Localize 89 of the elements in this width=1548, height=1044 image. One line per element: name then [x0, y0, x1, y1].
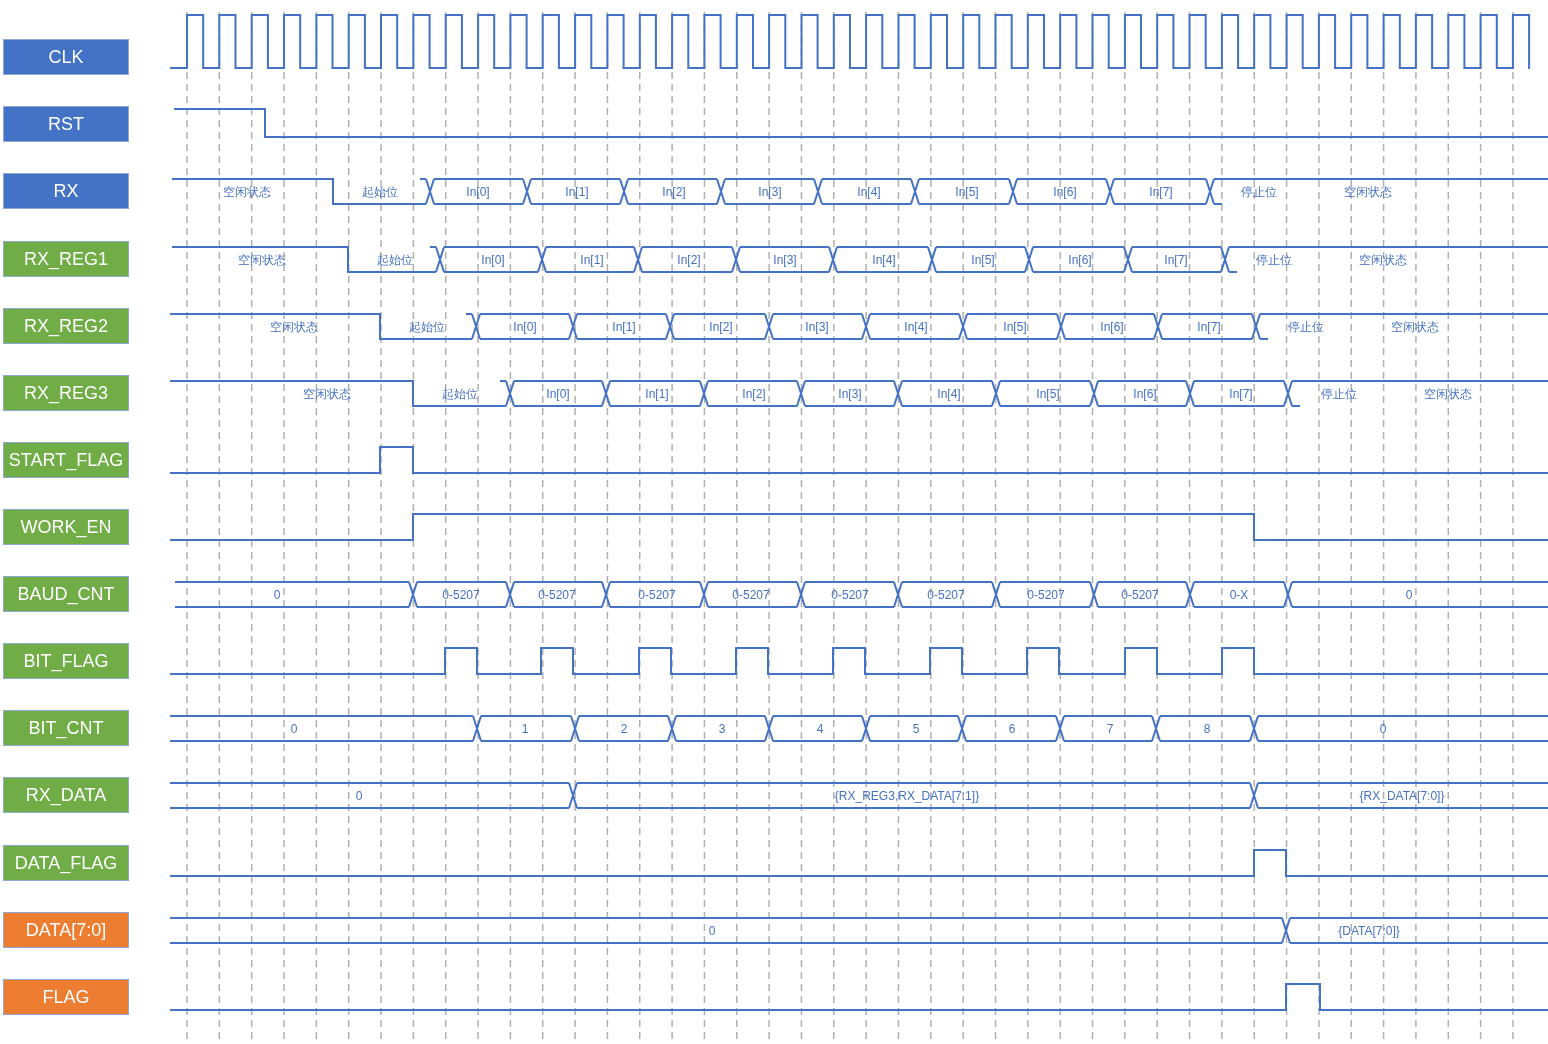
- signal-value: In[6]: [1053, 185, 1077, 199]
- signal-value: In[0]: [466, 185, 490, 199]
- signal-value: 0-5207: [638, 588, 676, 602]
- signal-name-tag: BIT_CNT: [3, 710, 129, 746]
- signal-value: 0: [355, 789, 363, 803]
- signal-value: 空闲状态: [303, 387, 351, 401]
- signal-name-tag: RX_REG3: [3, 375, 129, 411]
- signal-name-tag: DATA[7:0]: [3, 912, 129, 948]
- signal-value: 停止位: [1288, 320, 1324, 334]
- signal-value: 停止位: [1241, 185, 1277, 199]
- signal-value: 起始位: [442, 387, 478, 401]
- signal-name-tag: RX_REG1: [3, 241, 129, 277]
- signal-value: 空闲状态: [1344, 185, 1392, 199]
- signal-value: In[6]: [1068, 253, 1092, 267]
- signal-value: In[5]: [1003, 320, 1027, 334]
- signal-value: In[5]: [971, 253, 995, 267]
- signal-value: In[6]: [1100, 320, 1124, 334]
- signal-value: 1: [521, 722, 529, 736]
- signal-value: In[0]: [481, 253, 505, 267]
- signal-value: 0-5207: [1027, 588, 1065, 602]
- signal-value: In[1]: [580, 253, 604, 267]
- signal-value: In[4]: [872, 253, 896, 267]
- signal-name-tag: RX_DATA: [3, 777, 129, 813]
- signal-value: 0-5207: [538, 588, 576, 602]
- signal-value: 0: [708, 924, 716, 938]
- signal-value: 停止位: [1321, 387, 1357, 401]
- signal-value: 2: [620, 722, 628, 736]
- signal-value: In[1]: [645, 387, 669, 401]
- signal-value: In[2]: [742, 387, 766, 401]
- signal-value: 起始位: [377, 253, 413, 267]
- signal-value: 0-5207: [831, 588, 869, 602]
- signal-name-tag: DATA_FLAG: [3, 845, 129, 881]
- signal-value: In[4]: [937, 387, 961, 401]
- signal-value: In[4]: [904, 320, 928, 334]
- signal-value: 空闲状态: [238, 253, 286, 267]
- signal-value: In[2]: [709, 320, 733, 334]
- signal-value: In[0]: [513, 320, 537, 334]
- signal-name-tag: WORK_EN: [3, 509, 129, 545]
- signal-value: 0: [1379, 722, 1387, 736]
- signal-value: In[5]: [955, 185, 979, 199]
- signal-value: 3: [718, 722, 726, 736]
- signal-value: In[7]: [1164, 253, 1188, 267]
- signal-value: In[3]: [838, 387, 862, 401]
- signal-value: 8: [1203, 722, 1211, 736]
- signal-value: 0: [273, 588, 281, 602]
- signal-value: 0-X: [1229, 588, 1249, 602]
- signal-value: 空闲状态: [223, 185, 271, 199]
- signal-value: In[7]: [1149, 185, 1173, 199]
- signal-value: In[1]: [612, 320, 636, 334]
- signal-value: 0-5207: [927, 588, 965, 602]
- signal-value: 空闲状态: [1359, 253, 1407, 267]
- signal-value: In[1]: [565, 185, 589, 199]
- signal-value: 空闲状态: [1391, 320, 1439, 334]
- signal-value: In[3]: [758, 185, 782, 199]
- signal-value: 0-5207: [732, 588, 770, 602]
- signal-name-tag: BAUD_CNT: [3, 576, 129, 612]
- signal-value: In[4]: [857, 185, 881, 199]
- signal-value: 5: [912, 722, 920, 736]
- signal-value: In[3]: [805, 320, 829, 334]
- signal-name-tag: RX_REG2: [3, 308, 129, 344]
- signal-value: 7: [1106, 722, 1114, 736]
- signal-value: 0: [1405, 588, 1413, 602]
- signal-value: 0: [290, 722, 298, 736]
- signal-value: In[2]: [677, 253, 701, 267]
- signal-value: {RX_REG3,RX_DATA[7:1]}: [834, 789, 980, 803]
- signal-value: In[6]: [1133, 387, 1157, 401]
- signal-value: 起始位: [409, 320, 445, 334]
- signal-value: 空闲状态: [1424, 387, 1472, 401]
- signal-value: 0-5207: [1121, 588, 1159, 602]
- signal-value: In[7]: [1229, 387, 1253, 401]
- signal-value: {RX_DATA[7:0]}: [1359, 789, 1445, 803]
- signal-name-tag: BIT_FLAG: [3, 643, 129, 679]
- signal-value: In[3]: [773, 253, 797, 267]
- signal-name-tag: START_FLAG: [3, 442, 129, 478]
- signal-value: 0-5207: [442, 588, 480, 602]
- signal-value: In[5]: [1036, 387, 1060, 401]
- signal-name-tag: CLK: [3, 39, 129, 75]
- signal-value: {DATA[7:0]}: [1338, 924, 1400, 938]
- signal-value: 起始位: [362, 185, 398, 199]
- signal-value: 4: [816, 722, 824, 736]
- signal-value: 空闲状态: [270, 320, 318, 334]
- signal-name-tag: RX: [3, 173, 129, 209]
- signal-value: In[7]: [1197, 320, 1221, 334]
- signal-value: In[2]: [662, 185, 686, 199]
- signal-name-tag: FLAG: [3, 979, 129, 1015]
- signal-name-tag: RST: [3, 106, 129, 142]
- signal-value: 6: [1008, 722, 1016, 736]
- signal-value: In[0]: [546, 387, 570, 401]
- signal-value: 停止位: [1256, 253, 1292, 267]
